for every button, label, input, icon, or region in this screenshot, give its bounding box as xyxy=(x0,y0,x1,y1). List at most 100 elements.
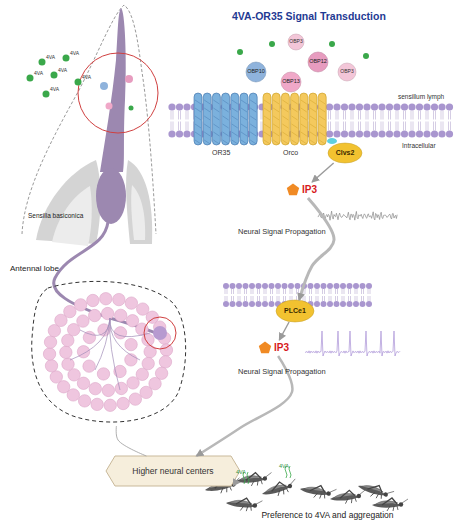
decor-line xyxy=(253,296,254,301)
or35-helix xyxy=(240,93,248,145)
decor-line xyxy=(441,122,442,131)
glomerulus xyxy=(114,309,126,321)
decor-line xyxy=(316,289,317,294)
decor-line xyxy=(328,122,329,131)
decor-line xyxy=(223,116,229,120)
decor-line xyxy=(298,289,299,294)
decor-line xyxy=(223,140,229,144)
protein-blob: PLCe1 xyxy=(276,300,314,322)
decor-circle xyxy=(386,103,393,110)
decor-use xyxy=(329,489,366,505)
glomerulus xyxy=(127,377,139,389)
decor-circle xyxy=(230,283,236,289)
node-outline xyxy=(259,342,271,354)
decor-line xyxy=(264,289,265,294)
axon-branch xyxy=(70,318,110,360)
glomerulus xyxy=(113,293,125,305)
decor-line xyxy=(357,296,358,301)
glomerulus xyxy=(60,346,72,358)
decor-circle xyxy=(378,103,385,110)
decor-line xyxy=(324,296,325,301)
glomerulus xyxy=(142,357,154,369)
decor-circle xyxy=(408,103,415,110)
annotation: Neural Signal Propagation xyxy=(238,228,326,236)
decor-circle xyxy=(269,301,275,307)
decor-line xyxy=(223,132,229,136)
support-cell xyxy=(126,160,152,244)
decor-circle xyxy=(363,103,370,110)
decor-line xyxy=(390,111,391,120)
decor-circle xyxy=(288,283,294,289)
decor-line xyxy=(292,140,298,144)
decor-line xyxy=(279,296,280,301)
decor-line xyxy=(232,132,238,136)
decor-line xyxy=(195,140,201,144)
decor-line xyxy=(273,100,279,104)
glomerulus xyxy=(125,338,137,350)
decor-line xyxy=(195,116,201,120)
obp-dot xyxy=(106,103,113,110)
or35-helix xyxy=(203,93,211,145)
obp-dot xyxy=(125,75,133,83)
protein-blob: OBP3 xyxy=(338,63,356,81)
decor-line xyxy=(301,124,307,128)
node-label: Clvs2 xyxy=(336,149,355,156)
protein-blob: Clvs2 xyxy=(328,143,362,163)
decor-line xyxy=(282,100,288,104)
decor-circle xyxy=(446,130,453,137)
messenger-molecule: IP3 xyxy=(258,340,292,356)
odor-squiggles xyxy=(243,466,291,484)
decor-circle xyxy=(393,103,400,110)
node-outline xyxy=(287,184,299,196)
glomerulus xyxy=(129,393,141,405)
odorant-dot xyxy=(63,55,70,62)
decor-circle xyxy=(334,301,340,307)
glomerulus xyxy=(83,331,95,343)
decor-line xyxy=(342,289,343,294)
decor-line xyxy=(363,296,364,301)
odorant-label: 4VA xyxy=(58,68,67,73)
decor-line xyxy=(309,296,310,301)
or35-helix xyxy=(222,93,230,145)
decor-line xyxy=(343,122,344,131)
glomerulus xyxy=(104,399,116,411)
decor-line xyxy=(266,296,267,301)
signal-trace xyxy=(305,331,400,356)
decor-line xyxy=(246,296,247,301)
decor-line xyxy=(264,116,270,120)
decor-line xyxy=(204,124,210,128)
decor-circle xyxy=(230,301,236,307)
decor-line xyxy=(368,289,369,294)
decor-circle xyxy=(168,103,175,110)
decor-line xyxy=(319,100,325,104)
node-label: IP3 xyxy=(302,185,317,196)
decor-line xyxy=(338,111,339,120)
decor-circle xyxy=(347,283,353,289)
figure-title: 4VA-OR35 Signal Transduction xyxy=(232,10,386,22)
decor-line xyxy=(282,140,288,144)
decor-line xyxy=(328,111,329,120)
decor-line xyxy=(273,124,279,128)
decor-line xyxy=(188,122,189,131)
glomerulus xyxy=(50,371,62,383)
decor-line xyxy=(336,111,337,120)
decor-circle xyxy=(363,130,370,137)
signal-arrow xyxy=(299,198,334,300)
decor-line xyxy=(383,122,384,131)
decor-line xyxy=(227,289,228,294)
protein-blob: OBP3 xyxy=(288,34,304,50)
decor-circle xyxy=(360,301,366,307)
decor-line xyxy=(303,296,304,301)
decor-line xyxy=(435,111,436,120)
glomerulus xyxy=(62,358,74,370)
decor-line xyxy=(264,108,270,112)
decor-line xyxy=(311,296,312,301)
node-label: OBP3 xyxy=(289,39,302,44)
signal-arrow xyxy=(196,356,292,456)
decor-line xyxy=(375,111,376,120)
decor-line xyxy=(213,100,219,104)
decor-line xyxy=(273,116,279,120)
glomerulus xyxy=(153,326,167,340)
